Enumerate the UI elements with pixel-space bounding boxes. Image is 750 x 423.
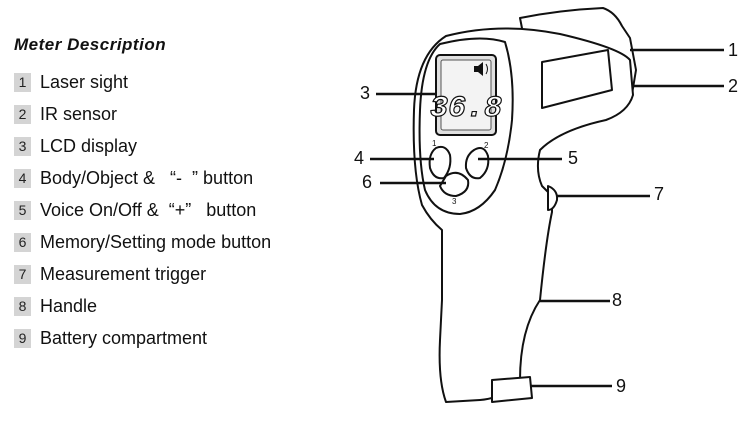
legend-item-ir-sensor: 2 IR sensor — [14, 98, 271, 130]
legend-number: 7 — [14, 264, 31, 284]
callout-7: 7 — [654, 184, 665, 204]
callout-1: 1 — [728, 40, 739, 60]
legend-number: 4 — [14, 168, 31, 188]
legend-number: 9 — [14, 328, 31, 348]
minus-button — [428, 145, 452, 180]
legend-item-lcd-display: 3 LCD display — [14, 130, 271, 162]
callout-3: 3 — [360, 83, 371, 103]
lcd-reading: 36.8 — [430, 92, 502, 126]
callout-2: 2 — [728, 76, 739, 96]
legend-label: Voice On/Off & “+” button — [40, 199, 257, 220]
plus-button — [464, 147, 490, 180]
button-mark: 2 — [484, 141, 489, 150]
callout-5: 5 — [568, 148, 579, 168]
legend-label: Memory/Setting mode button — [40, 231, 272, 252]
legend-number: 1 — [14, 72, 31, 92]
button-mark: 1 — [432, 139, 437, 148]
thermometer-illustration: 36.8 1 2 3 — [370, 7, 724, 403]
legend-number: 3 — [14, 136, 31, 156]
laser-window — [541, 49, 613, 109]
callout-6: 6 — [362, 172, 373, 192]
legend-label: Measurement trigger — [40, 263, 207, 284]
legend-heading: Meter Description — [14, 35, 167, 54]
legend-label: Body/Object & “- ” button — [40, 167, 254, 188]
legend-number: 2 — [14, 104, 31, 124]
legend-item-body-object-button: 4 Body/Object & “- ” button — [14, 162, 271, 194]
legend-number: 8 — [14, 296, 31, 316]
thermometer-diagram: 36.8 1 2 3 1 2 3 4 5 6 7 8 9 — [340, 0, 750, 418]
legend-number: 5 — [14, 200, 31, 220]
legend-label: LCD display — [40, 135, 138, 156]
legend-number: 6 — [14, 232, 31, 252]
legend-label: Handle — [40, 295, 98, 316]
legend-item-memory-button: 6 Memory/Setting mode button — [14, 226, 271, 258]
legend-item-handle: 8 Handle — [14, 290, 271, 322]
speaker-icon — [474, 62, 488, 76]
legend-item-voice-button: 5 Voice On/Off & “+” button — [14, 194, 271, 226]
trigger — [547, 185, 559, 211]
legend-item-trigger: 7 Measurement trigger — [14, 258, 271, 290]
memory-button — [438, 171, 470, 198]
legend-panel: Meter Description 1 Laser sight 2 IR sen… — [0, 0, 340, 418]
legend-label: Laser sight — [40, 71, 129, 92]
battery-door — [491, 376, 533, 403]
legend-item-laser-sight: 1 Laser sight — [14, 66, 271, 98]
legend-label: Battery compartment — [40, 327, 208, 348]
legend-list: 1 Laser sight 2 IR sensor 3 LCD display … — [14, 66, 271, 354]
lcd-inner — [440, 59, 492, 131]
callout-4: 4 — [354, 148, 365, 168]
button-mark: 3 — [452, 197, 457, 206]
callout-8: 8 — [612, 290, 623, 310]
legend-item-battery: 9 Battery compartment — [14, 322, 271, 354]
callout-9: 9 — [616, 376, 627, 396]
legend-label: IR sensor — [40, 103, 118, 124]
